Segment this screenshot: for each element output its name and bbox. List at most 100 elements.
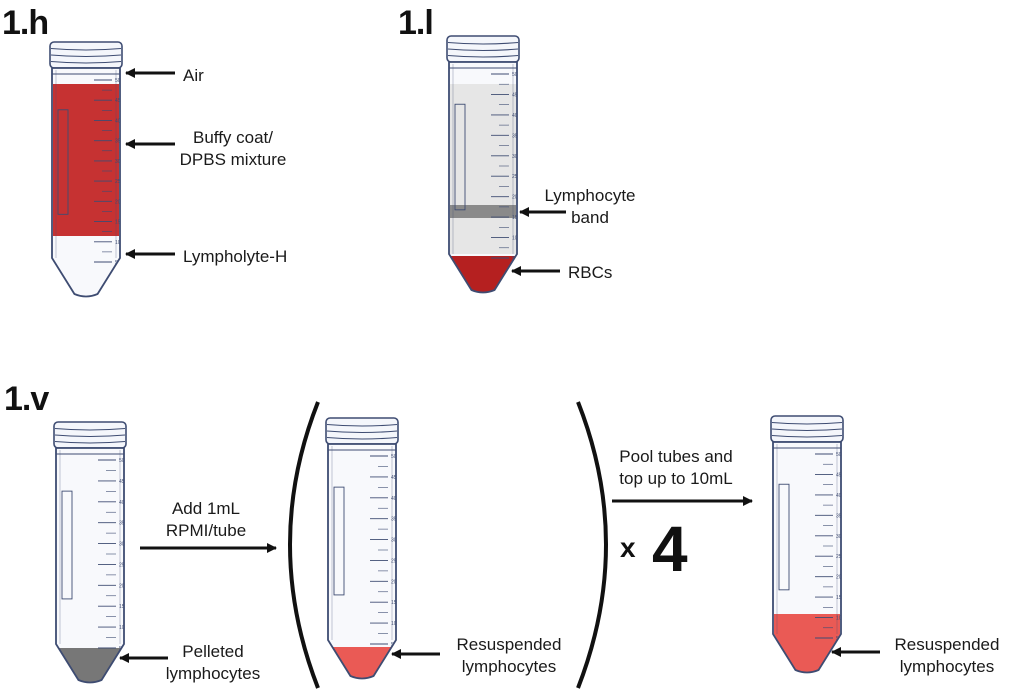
graduation-label: 45 [391, 475, 397, 481]
lymphocyte-band-layer [450, 205, 516, 218]
label-rbcs: RBCs [568, 263, 613, 282]
graduation-label: 25 [391, 558, 397, 564]
label-resuspended-2: Resuspended lymphocytes [880, 634, 1014, 678]
graduation-label: 45 [836, 472, 842, 478]
graduation-label: 25 [836, 554, 842, 560]
tube-label-frame [778, 483, 790, 591]
graduation-label: 50 [512, 72, 518, 78]
graduation-label: 20 [119, 583, 125, 589]
graduation-label: 30 [119, 542, 125, 548]
graduation-label: 25 [115, 179, 121, 185]
graduation-label: 30 [115, 159, 121, 165]
graduation-label: 30 [391, 538, 397, 544]
graduation-label: 35 [115, 139, 121, 145]
label-lympholyte: Lympholyte-H [183, 247, 288, 266]
label-pool-tubes: Pool tubes and top up to 10mL [604, 446, 748, 490]
graduation-label: 20 [836, 575, 842, 581]
tube-cap [446, 35, 520, 63]
graduation-label: 15 [115, 220, 121, 226]
graduation-label: 45 [512, 92, 518, 98]
graduation-label: 35 [391, 517, 397, 523]
tube-cap [770, 415, 844, 443]
graduation-label: 40 [836, 493, 842, 499]
tube-cap [53, 421, 127, 449]
label-pelleted-line2: lymphocytes [165, 664, 261, 683]
tube-1v-pooled: 50 45 40 35 30 25 20 15 10 5 [770, 415, 844, 674]
buffy-coat-layer [53, 84, 119, 236]
graduation-label: 5 [119, 646, 122, 652]
tube-1l: 50 45 40 35 30 25 20 15 10 5 [446, 35, 520, 294]
graduation-label: 15 [512, 215, 518, 221]
graduation-label: 15 [391, 600, 397, 606]
tube-1v-resuspended: 50 45 40 35 30 25 20 15 10 5 [325, 417, 399, 680]
graduation-label: 40 [512, 113, 518, 119]
label-buffy-line2: DPBS mixture [179, 150, 287, 169]
graduation-label: 15 [836, 595, 842, 601]
graduation-label: 35 [119, 521, 125, 527]
graduation-label: 5 [836, 636, 839, 642]
label-add-rpmi: Add 1mL RPMI/tube [150, 498, 262, 542]
left-parenthesis [288, 401, 320, 689]
tube-label-frame [454, 103, 466, 211]
label-band-line2: band [571, 208, 609, 227]
graduation-label: 5 [512, 256, 515, 262]
label-pool-line1: Pool tubes and [619, 447, 733, 466]
step-label-1v: 1.v [4, 380, 49, 418]
graduation-label: 40 [391, 496, 397, 502]
label-resuspended-1: Resuspended lymphocytes [444, 634, 574, 678]
label-add-line1: Add 1mL [171, 499, 241, 518]
label-air: Air [183, 66, 204, 85]
graduation-label: 5 [115, 260, 118, 266]
tube-label-frame [333, 486, 345, 596]
label-pool-line2: top up to 10mL [619, 469, 733, 488]
label-lymphocyte-band: Lymphocyte band [540, 185, 640, 229]
step-label-1h: 1.h [2, 4, 49, 42]
graduation-label: 30 [512, 154, 518, 160]
label-buffy-coat: Buffy coat/ DPBS mixture [170, 127, 296, 171]
graduation-label: 20 [391, 579, 397, 585]
resuspended-layer-pooled [774, 614, 840, 673]
graduation-label: 45 [115, 98, 121, 104]
graduation-label: 5 [391, 642, 394, 648]
graduation-label: 20 [115, 199, 121, 205]
plasma-layer [450, 84, 516, 254]
tube-body [328, 444, 396, 679]
graduation-label: 45 [119, 479, 125, 485]
step-label-1l: 1.l [398, 4, 434, 42]
graduation-label: 50 [119, 458, 125, 464]
graduation-label: 10 [119, 625, 125, 631]
label-pelleted-line1: Pelleted [182, 642, 244, 661]
right-parenthesis [576, 401, 608, 689]
graduation-label: 10 [512, 236, 518, 242]
graduation-label: 35 [836, 513, 842, 519]
label-resusp2-line2: lymphocytes [899, 657, 995, 676]
graduation-label: 25 [512, 174, 518, 180]
multiplier-x: x [620, 532, 636, 563]
graduation-label: 10 [836, 616, 842, 622]
label-add-line2: RPMI/tube [165, 521, 247, 540]
pellet-layer [58, 648, 122, 683]
label-pelleted: Pelleted lymphocytes [152, 641, 274, 685]
tube-cap [325, 417, 399, 445]
label-resusp1-line1: Resuspended [456, 635, 562, 654]
label-band-line1: Lymphocyte [544, 186, 636, 205]
label-resusp1-line2: lymphocytes [461, 657, 557, 676]
multiplier-number: 4 [652, 513, 688, 585]
graduation-label: 10 [391, 621, 397, 627]
graduation-label: 40 [115, 118, 121, 124]
tube-cap [49, 41, 123, 69]
graduation-label: 20 [512, 195, 518, 201]
graduation-label: 10 [115, 240, 121, 246]
rbc-layer [450, 256, 516, 293]
graduation-label: 50 [391, 454, 397, 460]
graduation-label: 35 [512, 133, 518, 139]
graduation-label: 30 [836, 534, 842, 540]
graduation-label: 40 [119, 500, 125, 506]
graduation-label: 50 [836, 452, 842, 458]
label-buffy-line1: Buffy coat/ [192, 128, 273, 147]
graduation-label: 25 [119, 562, 125, 568]
